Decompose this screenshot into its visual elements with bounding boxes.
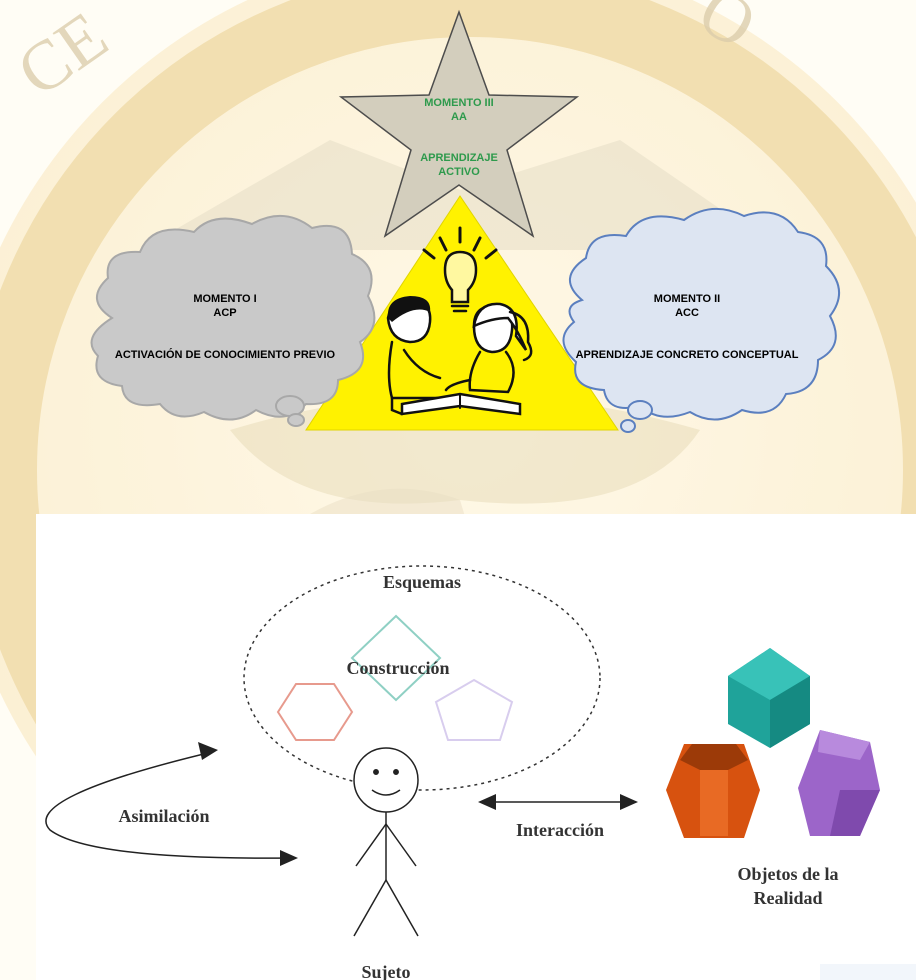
label-esquemas: Esquemas	[383, 572, 461, 592]
cloud-momento-2: MOMENTO II ACC APRENDIZAJE CONCRETO CONC…	[562, 207, 840, 433]
bottom-diagram: Esquemas Construcción Sujeto Asimilación	[36, 514, 916, 980]
stick-figure-sujeto	[353, 747, 419, 937]
star-line-1: MOMENTO III	[424, 97, 493, 109]
lightbulb-icon	[422, 226, 498, 313]
label-objetos-line-1: Objetos de la	[738, 864, 839, 884]
bottom-panel	[36, 514, 916, 980]
cloud-right-line-2: ACC	[675, 307, 699, 319]
interaction-arrow	[478, 794, 638, 810]
star-line-4: APRENDIZAJE	[420, 152, 498, 164]
children-reading-illustration	[386, 226, 533, 416]
pentagonal-prism-object	[798, 730, 880, 836]
star-line-5: ACTIVO	[438, 166, 480, 178]
seal-text-left: CE	[4, 0, 121, 112]
assimilation-arrow	[45, 742, 298, 866]
star-line-2: AA	[451, 111, 467, 123]
cloud-left-line-4: ACTIVACIÓN DE CONOCIMIENTO PREVIO	[115, 348, 336, 361]
cloud-right-line-1: MOMENTO II	[654, 293, 720, 305]
cloud-left-line-2: ACP	[213, 307, 236, 319]
learning-triangle	[305, 195, 619, 431]
schemas-circle	[243, 565, 601, 791]
label-interaccion: Interacción	[516, 820, 604, 840]
top-diagram: MOMENTO I ACP ACTIVACIÓN DE CONOCIMIENTO…	[90, 9, 840, 433]
label-sujeto: Sujeto	[362, 962, 411, 980]
cloud-momento-1: MOMENTO I ACP ACTIVACIÓN DE CONOCIMIENTO…	[90, 214, 376, 427]
star-momento-3: MOMENTO III AA APRENDIZAJE ACTIVO	[338, 9, 580, 238]
label-objetos-line-2: Realidad	[753, 888, 822, 908]
label-construccion: Construcción	[347, 658, 450, 678]
cloud-right-line-4: APRENDIZAJE CONCRETO CONCEPTUAL	[576, 349, 799, 361]
pentagon-shape	[434, 678, 514, 741]
label-asimilacion: Asimilación	[118, 806, 209, 826]
cube-object	[728, 648, 810, 748]
hexagon-shape	[276, 683, 354, 741]
diamond-shape	[350, 614, 442, 702]
cloud-left-line-1: MOMENTO I	[193, 293, 256, 305]
hexagonal-prism-object	[666, 744, 760, 838]
corner-watermark	[820, 964, 916, 980]
